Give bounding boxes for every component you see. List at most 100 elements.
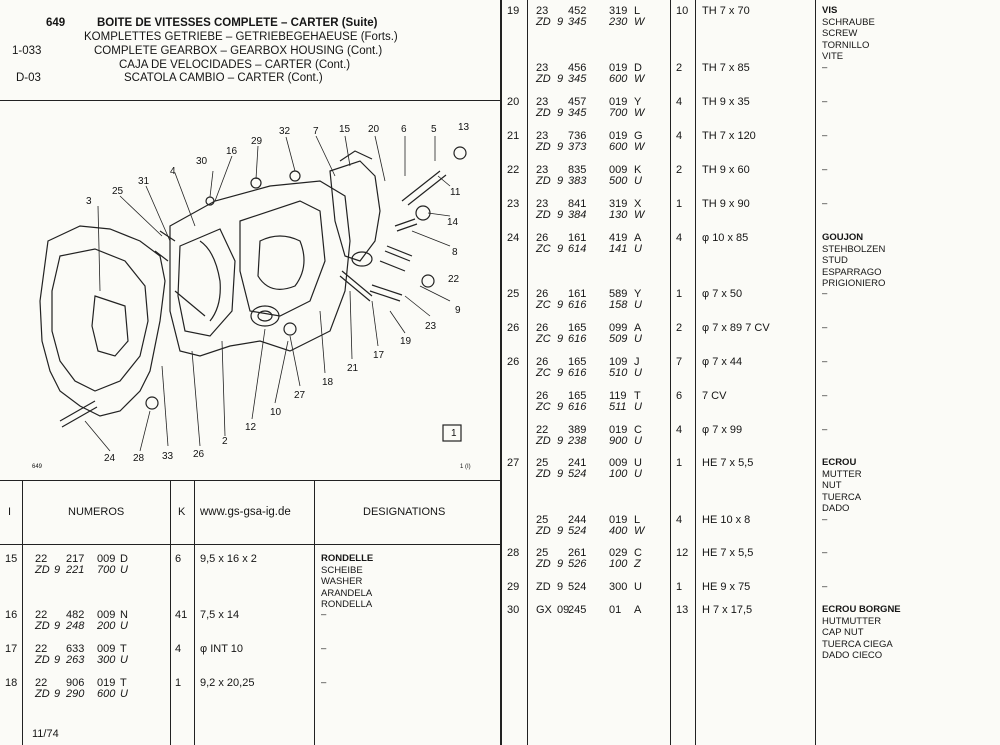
part-prefix: 25 <box>536 547 549 559</box>
quantity: 4 <box>676 130 683 142</box>
alt-suffix: U <box>634 299 642 311</box>
alt-num-a: 248 <box>66 620 85 632</box>
part-group: 09 <box>557 604 570 616</box>
quantity: 7 <box>676 356 683 368</box>
designation-line: SCREW <box>822 28 858 39</box>
callout-3: 3 <box>86 196 92 207</box>
part-suffix: N <box>120 609 128 621</box>
alt-suffix: W <box>634 107 645 119</box>
alt-prefix: ZC <box>536 333 551 345</box>
designation-line: – <box>822 356 828 367</box>
designation-line: – <box>822 424 828 435</box>
alt-suffix: W <box>634 525 645 537</box>
part-num-b: 009 <box>97 643 116 655</box>
alt-num-a: 616 <box>568 401 587 413</box>
alt-num-b: 400 <box>609 525 628 537</box>
alt-suffix: U <box>120 564 128 576</box>
designation-line: – <box>822 514 828 525</box>
alt-num-b: 200 <box>97 620 116 632</box>
alt-prefix: ZD <box>536 468 551 480</box>
part-num-b: 009 <box>609 457 628 469</box>
part-suffix: A <box>634 322 642 334</box>
dimension: 9,5 x 16 x 2 <box>200 553 257 565</box>
row-ref: 27 <box>507 457 520 469</box>
part-prefix: 26 <box>536 232 549 244</box>
callout-8: 8 <box>452 247 458 258</box>
part-prefix: ZD <box>536 581 551 593</box>
alt-num-a: 616 <box>568 333 587 345</box>
designation-line: VIS <box>822 5 838 16</box>
row-ref: 20 <box>507 96 520 108</box>
alt-num-b: 300 <box>97 654 116 666</box>
diagram-bottom-divider <box>0 480 500 481</box>
alt-group: 9 <box>54 564 61 576</box>
alt-prefix: ZD <box>536 525 551 537</box>
part-num-a: 241 <box>568 457 587 469</box>
designation-line: – <box>822 322 828 333</box>
title-fr: BOITE DE VITESSES COMPLETE – CARTER (Sui… <box>97 17 378 29</box>
designation-line: TUERCA CIEGA <box>822 638 893 650</box>
part-num-b: 319 <box>609 5 628 17</box>
row-ref: 25 <box>507 288 520 300</box>
rcol-line-dim <box>695 0 696 745</box>
quantity: 4 <box>676 514 683 526</box>
dimension: φ 7 x 44 <box>702 356 743 368</box>
part-prefix: 23 <box>536 164 549 176</box>
designation-line: STEHBOLZEN <box>822 243 886 255</box>
alt-num-a: 524 <box>568 525 587 537</box>
part-num-b: 019 <box>609 62 628 74</box>
quantity: 12 <box>676 547 689 559</box>
part-suffix: T <box>634 390 641 402</box>
part-num-a: 456 <box>568 62 587 74</box>
part-prefix: 22 <box>35 643 48 655</box>
diagram-corner-left: 649 <box>32 464 43 470</box>
callout-16: 16 <box>226 146 238 157</box>
part-suffix: U <box>634 457 642 469</box>
callout-23: 23 <box>425 321 437 332</box>
part-prefix: 26 <box>536 390 549 402</box>
alt-suffix: Z <box>634 558 641 570</box>
alt-prefix: ZC <box>536 367 551 379</box>
alt-suffix: U <box>120 688 128 700</box>
alt-num-b: 158 <box>609 299 628 311</box>
part-num-a: 457 <box>568 96 587 108</box>
alt-num-b: 511 <box>609 401 627 413</box>
designation-line: DADO <box>822 503 850 514</box>
callout-15: 15 <box>339 124 351 135</box>
alt-num-a: 524 <box>568 468 587 480</box>
part-suffix: C <box>634 424 642 436</box>
part-num-b: 319 <box>609 198 628 210</box>
quantity: 2 <box>676 164 683 176</box>
alt-prefix: ZC <box>536 401 551 413</box>
alt-num-b: 700 <box>609 107 628 119</box>
row-ref: 19 <box>507 5 520 17</box>
part-suffix: G <box>634 130 643 142</box>
designation-line: VITE <box>822 51 844 62</box>
row-ref: 17 <box>5 643 18 655</box>
dimension: φ INT 10 <box>200 643 244 655</box>
designation-line: PRIGIONIERO <box>822 278 886 289</box>
dimension: HE 7 x 5,5 <box>702 547 754 559</box>
part-num-b: 019 <box>609 514 628 526</box>
designation-line: STUD <box>822 255 848 266</box>
part-num-a: 906 <box>66 677 85 689</box>
dimension: φ 7 x 89 7 CV <box>702 322 770 334</box>
alt-prefix: ZC <box>536 299 551 311</box>
quantity: 4 <box>676 232 683 244</box>
dimension: HE 10 x 8 <box>702 514 751 526</box>
part-num-a: 161 <box>568 288 587 300</box>
quantity: 41 <box>175 609 188 621</box>
rcol-line-ref <box>527 0 528 745</box>
alt-num-a: 616 <box>568 367 587 379</box>
part-num-a: 452 <box>568 5 587 17</box>
quantity: 4 <box>175 643 182 655</box>
designation-line: – <box>822 198 828 209</box>
part-suffix: D <box>634 62 642 74</box>
alt-num-b: 230 <box>609 16 628 28</box>
part-num-a: 217 <box>66 553 85 565</box>
alt-group: 9 <box>557 333 564 345</box>
designation-line: – <box>822 390 828 401</box>
alt-suffix: W <box>634 16 645 28</box>
rcol-line-des <box>815 0 816 745</box>
quantity: 1 <box>676 198 683 210</box>
